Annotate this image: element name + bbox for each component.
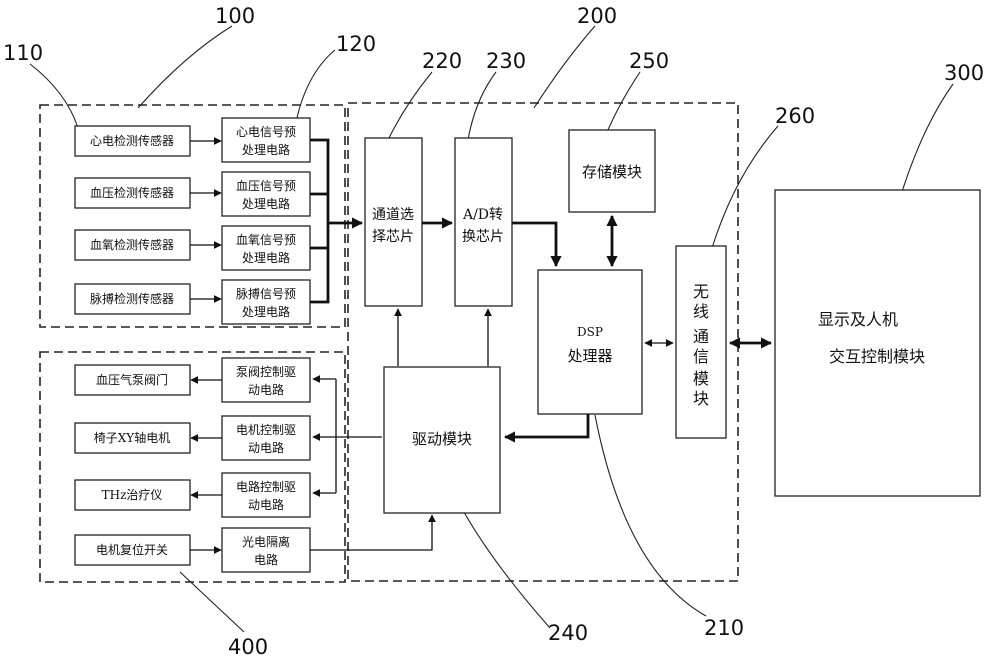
wireless-char-5: 模 (693, 369, 709, 388)
leader-220 (387, 71, 433, 141)
driver-pump-line1: 泵阀控制驱 (236, 365, 296, 379)
sensor-spo2-label: 血氧检测传感器 (90, 237, 174, 252)
sensor-pulse-box (74, 283, 191, 315)
leader-250 (604, 71, 641, 138)
leader-210 (594, 414, 707, 617)
actuator-thz-box (74, 479, 191, 511)
preproc-ecg-box (221, 117, 311, 163)
actuator-pump-valve-label: 血压气泵阀门 (96, 372, 168, 387)
ref-300: 300 (944, 61, 984, 85)
preproc-pulse-line1: 脉搏信号预 (236, 286, 296, 301)
sensor-spo2-box (74, 229, 191, 261)
ref-120: 120 (336, 32, 376, 56)
wireless-char-4: 信 (693, 347, 709, 366)
wireless-module-box (675, 245, 727, 439)
ref-100: 100 (215, 4, 255, 28)
leader-260 (711, 125, 779, 249)
dsp-processor-box (537, 269, 643, 415)
wireless-char-6: 块 (693, 389, 709, 408)
leader-400 (179, 571, 245, 633)
bus-preproc (310, 138, 330, 304)
driver-circuit-box (221, 472, 311, 518)
display-hmi-line1: 显示及人机 (818, 310, 898, 329)
ref-400: 400 (228, 635, 268, 658)
leader-230 (467, 71, 497, 141)
preproc-ecg-line1: 心电信号预 (236, 125, 296, 139)
ref-240: 240 (548, 621, 588, 645)
actuator-pump-valve-box (74, 364, 191, 396)
preproc-spo2-line1: 血氧信号预 (236, 233, 296, 247)
preproc-bp-box (221, 171, 311, 217)
actuator-reset-switch-box (74, 534, 191, 566)
channel-select-chip-line2: 择芯片 (372, 229, 414, 245)
sensor-ecg-label: 心电检测传感器 (90, 133, 174, 148)
adc-chip-box (454, 137, 513, 307)
ref-230: 230 (486, 49, 526, 73)
leader-120 (294, 49, 336, 128)
preproc-bp-line2: 处理电路 (242, 196, 290, 211)
display-hmi-line2: 交互控制模块 (829, 347, 925, 366)
actuator-chair-motor-box (74, 422, 191, 454)
leader-110 (29, 63, 81, 136)
leader-100 (137, 25, 233, 109)
preproc-spo2-line2: 处理电路 (242, 250, 290, 265)
ref-220: 220 (422, 49, 462, 73)
adc-chip-line2: 换芯片 (462, 228, 504, 245)
actuator-reset-switch-label: 电机复位开关 (96, 542, 168, 557)
driver-pump-box (221, 357, 311, 403)
dsp-processor-line1: DSP (577, 325, 603, 339)
sensor-bp-label: 血压检测传感器 (90, 185, 174, 200)
ref-210: 210 (704, 616, 744, 640)
arrow-adc-to-dsp (512, 221, 562, 268)
preproc-spo2-box (221, 225, 311, 271)
drive-module-box (383, 366, 501, 514)
leader-200 (533, 25, 596, 109)
ref-200: 200 (577, 4, 617, 28)
ref-260: 260 (775, 104, 815, 128)
arrow-dsp-to-drive (503, 414, 590, 443)
wireless-char-2: 线 (693, 302, 709, 321)
sensor-bp-box (74, 177, 191, 209)
drive-bus (335, 379, 382, 493)
group-100-border (39, 104, 346, 328)
driver-circuit-line1: 电路控制驱 (236, 479, 296, 494)
ref-110: 110 (3, 41, 43, 65)
leader-240 (459, 504, 551, 629)
wireless-char-3: 通 (693, 327, 709, 346)
display-hmi-box (774, 189, 981, 497)
arrow-opto-to-drive (310, 514, 436, 551)
driver-pump-line2: 动电路 (248, 382, 284, 397)
sensor-pulse-label: 脉搏检测传感器 (90, 291, 174, 306)
storage-module-label: 存储模块 (582, 163, 642, 181)
dsp-processor-line2: 处理器 (567, 347, 612, 365)
preproc-ecg-line2: 处理电路 (242, 142, 290, 157)
preproc-bp-line1: 血压信号预 (236, 179, 296, 193)
opto-isolation-line2: 电路 (254, 552, 278, 567)
preproc-pulse-line2: 处理电路 (242, 304, 290, 319)
adc-chip-line1: A/D转 (462, 207, 503, 223)
driver-motor-line2: 动电路 (248, 440, 284, 455)
opto-isolation-box (221, 527, 311, 573)
opto-isolation-line1: 光电隔离 (242, 534, 290, 549)
driver-motor-line1: 电机控制驱 (236, 423, 296, 437)
group-400-border (39, 351, 346, 583)
wireless-char-1: 无 (693, 282, 709, 301)
actuator-chair-motor-label: 椅子XY轴电机 (94, 430, 170, 445)
channel-select-chip-line1: 通道选 (372, 207, 414, 223)
ref-250: 250 (629, 49, 669, 73)
drive-module-label: 驱动模块 (412, 430, 472, 448)
storage-module-box (568, 129, 656, 213)
driver-circuit-line2: 动电路 (248, 497, 284, 512)
actuator-thz-label: THz治疗仪 (102, 488, 163, 502)
